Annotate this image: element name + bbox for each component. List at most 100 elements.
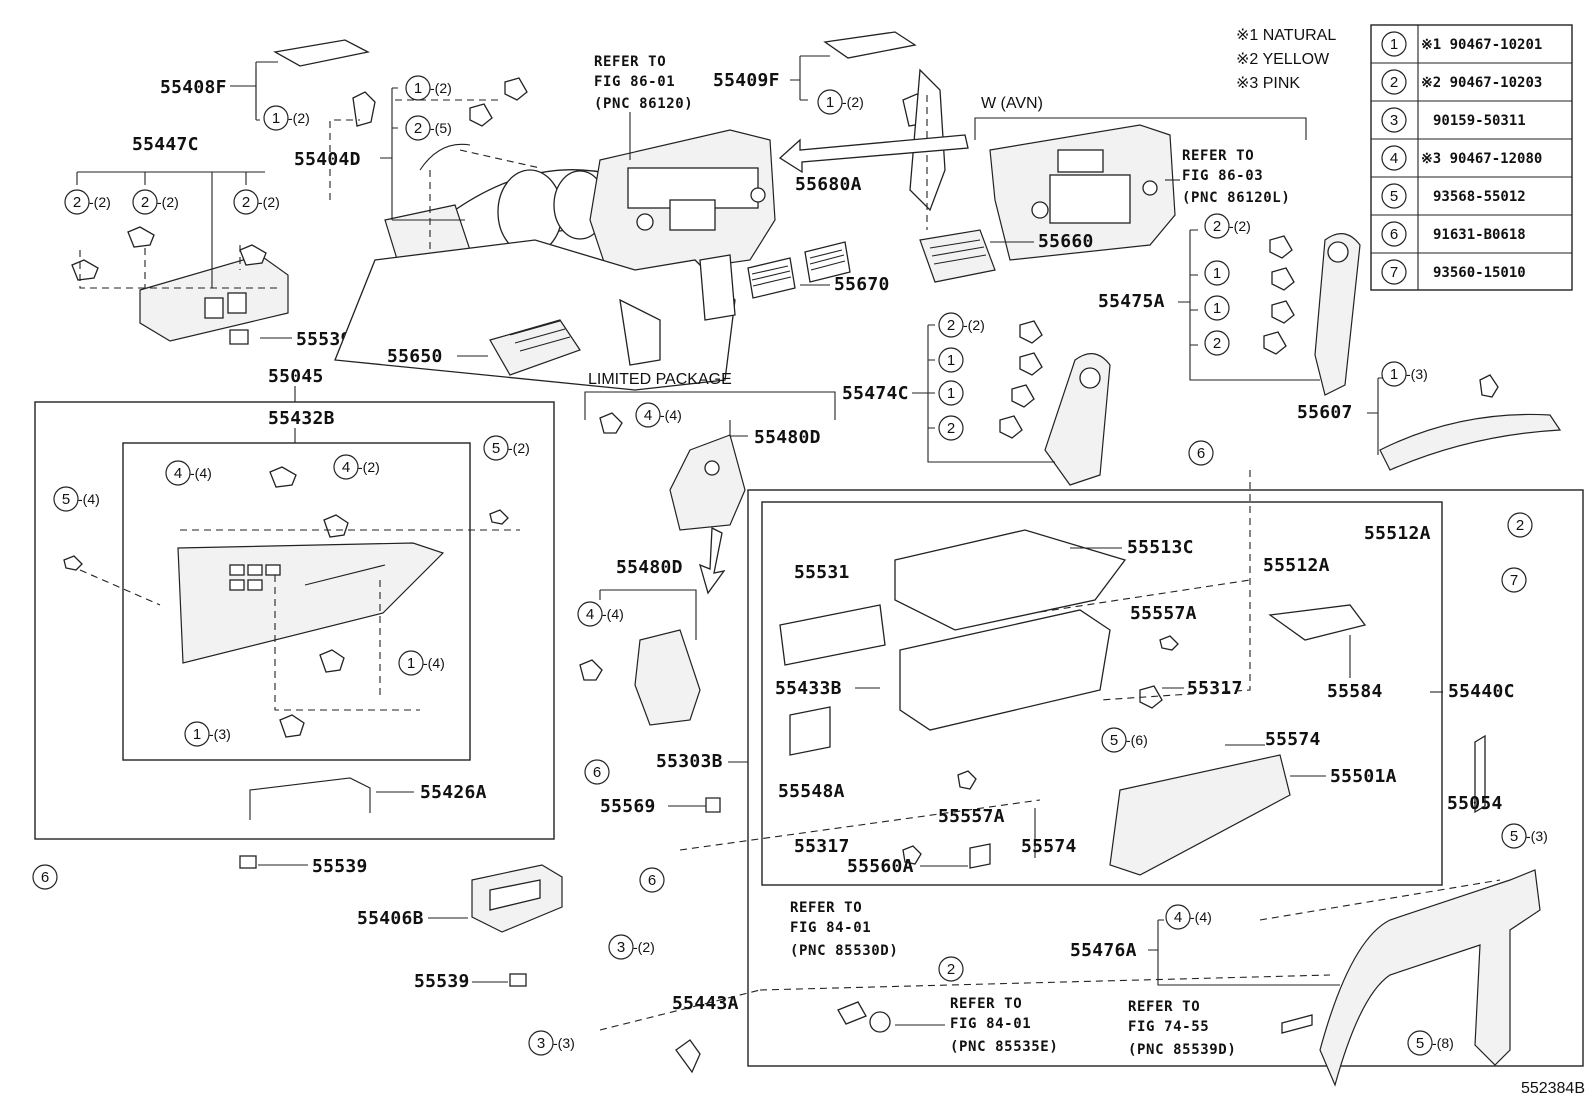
callout: 2-(2) xyxy=(938,312,985,338)
svg-text:2: 2 xyxy=(242,194,250,211)
vent-55650 xyxy=(489,319,581,376)
svg-text:FIG 86-03: FIG 86-03 xyxy=(1182,168,1263,184)
part-55670: 55670 xyxy=(834,274,890,295)
part-55317-a: 55317 xyxy=(1187,678,1243,699)
part-55475a: 55475A xyxy=(1098,291,1165,312)
part-55607: 55607 xyxy=(1297,402,1353,423)
callout: 3 -(2) xyxy=(608,934,655,960)
table-row: 6 91631-B0618 xyxy=(1381,221,1526,247)
vent-55660 xyxy=(919,229,996,283)
svg-text:※2 90467-10203: ※2 90467-10203 xyxy=(1421,75,1542,91)
svg-text:5: 5 xyxy=(1390,188,1398,205)
svg-text:1: 1 xyxy=(272,110,280,127)
callout: 1-(2) xyxy=(263,105,310,131)
part-55054: 55054 xyxy=(1447,793,1503,814)
part-55513c: 55513C xyxy=(1127,537,1194,558)
svg-text:4: 4 xyxy=(342,459,350,476)
svg-text:(PNC 85539D): (PNC 85539D) xyxy=(1128,1042,1236,1058)
part-55557a-b: 55557A xyxy=(938,806,1005,827)
bezel-55480d-limited xyxy=(599,412,746,531)
box-55432b xyxy=(122,442,471,761)
svg-text:7: 7 xyxy=(1390,264,1398,281)
svg-text:6: 6 xyxy=(593,764,601,781)
callout: 1-(3) xyxy=(184,721,231,747)
svg-text:-(2): -(2) xyxy=(508,440,530,456)
callout: 4-(4) xyxy=(577,601,624,627)
part-55480d-a: 55480D xyxy=(754,427,821,448)
trim-55476a xyxy=(1319,869,1541,1087)
svg-text:-(4): -(4) xyxy=(1190,909,1212,925)
part-55512a-b: 55512A xyxy=(1263,555,1330,576)
svg-text:6: 6 xyxy=(1197,445,1205,462)
callout: 2 xyxy=(938,956,964,982)
legend-pink: ※3 PINK xyxy=(1236,75,1300,92)
part-55474c: 55474C xyxy=(842,383,909,404)
box-55303b xyxy=(747,489,1584,1067)
svg-text:2: 2 xyxy=(73,194,81,211)
fastener-table: 1 ※1 90467-10201 2 ※2 90467-10203 3 9015… xyxy=(1370,24,1573,291)
svg-text:4: 4 xyxy=(1390,150,1398,167)
part-55501a: 55501A xyxy=(1330,766,1397,787)
svg-text:2: 2 xyxy=(141,194,149,211)
svg-text:REFER TO: REFER TO xyxy=(1182,148,1254,164)
part-55045: 55045 xyxy=(268,366,324,387)
callout: 2 xyxy=(1204,330,1230,356)
bracket-55406b xyxy=(471,864,563,933)
callout: 5-(8) xyxy=(1407,1030,1454,1056)
trim-55475a xyxy=(1263,233,1361,396)
callout: 2 xyxy=(1507,512,1533,538)
callout: 1-(2) xyxy=(405,75,452,101)
svg-text:2: 2 xyxy=(947,317,955,334)
part-55440c: 55440C xyxy=(1448,681,1515,702)
svg-text:2: 2 xyxy=(1213,218,1221,235)
refer-note-84-01-b: REFER TO FIG 84-01 (PNC 85535E) xyxy=(950,996,1058,1055)
svg-text:-(3): -(3) xyxy=(1526,828,1548,844)
table-row: 2 ※2 90467-10203 xyxy=(1381,69,1542,95)
svg-text:1: 1 xyxy=(193,726,201,743)
callout: 1 xyxy=(1204,260,1230,286)
table-row: 4 ※3 90467-12080 xyxy=(1381,145,1542,171)
svg-text:-(4): -(4) xyxy=(190,465,212,481)
svg-text:5: 5 xyxy=(492,440,500,457)
svg-text:1: 1 xyxy=(947,385,955,402)
svg-text:2: 2 xyxy=(414,120,422,137)
part-55574-a: 55574 xyxy=(1265,729,1321,750)
callout: 1 xyxy=(938,347,964,373)
label-limited-package: LIMITED PACKAGE xyxy=(588,371,732,388)
part-55433b: 55433B xyxy=(775,678,842,699)
legend-yellow: ※2 YELLOW xyxy=(1236,51,1330,68)
clip-55569 xyxy=(705,797,721,813)
part-55317-b: 55317 xyxy=(794,836,850,857)
svg-text:REFER TO: REFER TO xyxy=(790,900,862,916)
head-unit-avn xyxy=(989,124,1176,261)
svg-text:(PNC 85535E): (PNC 85535E) xyxy=(950,1039,1058,1055)
part-55539-c: 55539 xyxy=(414,971,470,992)
svg-text:2: 2 xyxy=(1390,74,1398,91)
callout: 4-(2) xyxy=(333,454,380,480)
clip-55539-b xyxy=(509,973,527,987)
svg-text:-(4): -(4) xyxy=(78,491,100,507)
label-w-avn: W (AVN) xyxy=(981,95,1043,112)
svg-text:-(2): -(2) xyxy=(633,939,655,955)
part-55680a: 55680A xyxy=(795,174,862,195)
svg-text:-(2): -(2) xyxy=(157,194,179,210)
part-55557a-a: 55557A xyxy=(1130,603,1197,624)
cover-55443a xyxy=(675,1039,701,1074)
svg-text:-(4): -(4) xyxy=(423,655,445,671)
part-55426a: 55426A xyxy=(420,782,487,803)
callout: 1-(2) xyxy=(817,89,864,115)
part-55480d-b: 55480D xyxy=(616,557,683,578)
refer-note-84-01-a: REFER TO FIG 84-01 (PNC 85530D) xyxy=(790,900,898,959)
lower-panel-55432b xyxy=(63,466,509,738)
svg-text:-(4): -(4) xyxy=(660,407,682,423)
part-55404d: 55404D xyxy=(294,149,361,170)
svg-text:-(2): -(2) xyxy=(258,194,280,210)
switch-base-55447c xyxy=(71,226,289,345)
svg-text:2: 2 xyxy=(947,420,955,437)
part-55539: 55539 xyxy=(296,329,352,350)
svg-text:4: 4 xyxy=(644,407,652,424)
svg-text:3: 3 xyxy=(617,939,625,956)
svg-text:91631-B0618: 91631-B0618 xyxy=(1433,227,1526,243)
vent-55680a xyxy=(804,241,851,283)
